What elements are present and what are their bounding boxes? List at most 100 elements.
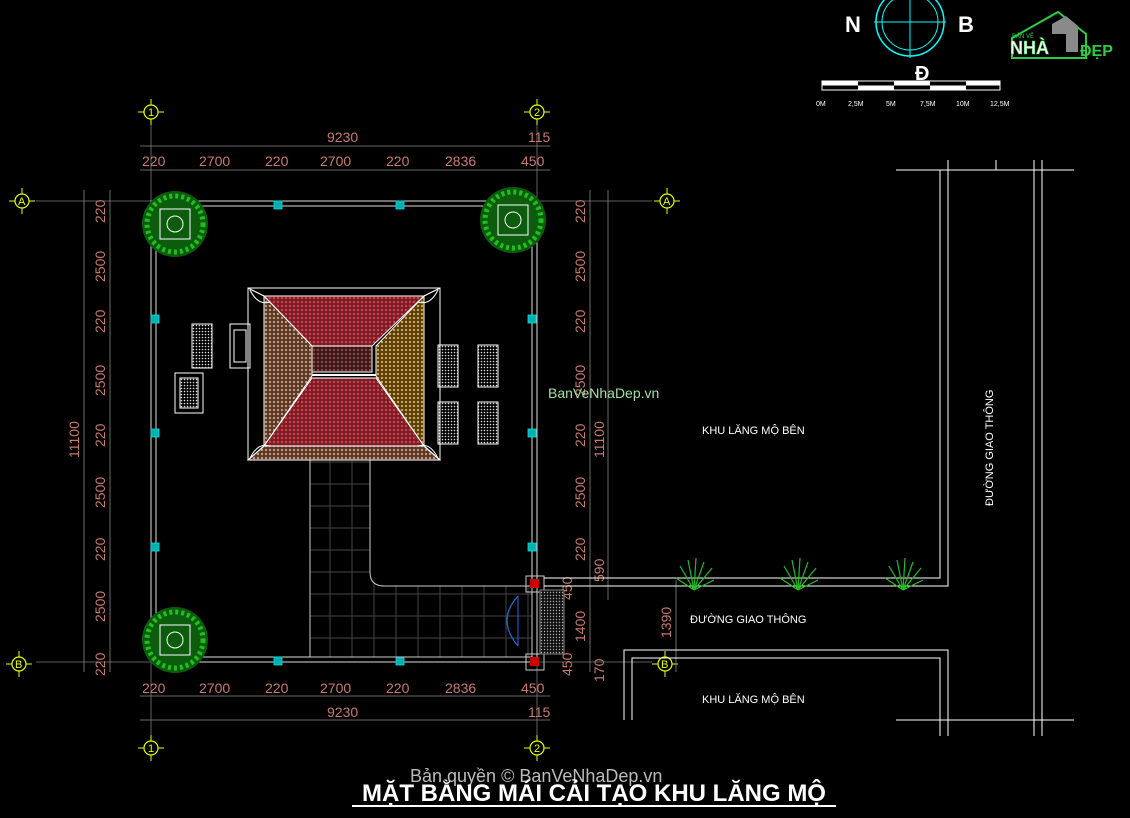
paved-walkway bbox=[309, 459, 533, 658]
shrub-icon bbox=[779, 557, 819, 591]
dim-gate: 170 bbox=[591, 658, 607, 682]
road-label: ĐƯỜNG GIAO THÔNG bbox=[983, 390, 996, 506]
trees bbox=[142, 187, 546, 673]
dim-segment: 2836 bbox=[445, 153, 476, 169]
compass-east-label: B bbox=[958, 12, 974, 37]
watermark-copyright: Bản quyền © BanVeNhaDep.vn bbox=[410, 766, 662, 786]
tomb-area-label: KHU LĂNG MỘ BÊN bbox=[702, 424, 805, 437]
grid-axis-2-top: 2 bbox=[524, 99, 550, 125]
dims-right: 220 2500 220 2500 220 2500 220 11100 590… bbox=[559, 199, 674, 682]
dim-segment: 220 bbox=[265, 680, 289, 696]
dim-segment: 2836 bbox=[445, 680, 476, 696]
dim-segment: 2500 bbox=[572, 477, 588, 508]
roads bbox=[544, 160, 1074, 736]
svg-text:NHÀ: NHÀ bbox=[1010, 37, 1049, 58]
dim-offset: 115 bbox=[528, 704, 551, 720]
grid-axis-b-right: B bbox=[652, 651, 678, 677]
shrubs bbox=[675, 557, 924, 591]
svg-text:2: 2 bbox=[534, 743, 540, 755]
dim-segment: 220 bbox=[142, 153, 166, 169]
dim-segment: 450 bbox=[521, 153, 545, 169]
scale-label: 2,5M bbox=[848, 101, 864, 108]
shrub-icon bbox=[675, 557, 715, 591]
dim-total: 11100 bbox=[591, 421, 607, 458]
dim-segment: 2700 bbox=[320, 153, 351, 169]
dim-segment: 220 bbox=[92, 199, 108, 223]
dim-segment: 2500 bbox=[92, 251, 108, 282]
dim-segment: 220 bbox=[572, 537, 588, 561]
area-labels: KHU LĂNG MỘ BÊN KHU LĂNG MỘ BÊN ĐƯỜNG GI… bbox=[690, 390, 996, 706]
drawing-title-group: MẶT BẰNG MÁI CẢI TẠO KHU LĂNG MỘ bbox=[352, 778, 836, 807]
dim-segment: 220 bbox=[92, 652, 108, 676]
altar-blocks bbox=[174, 323, 499, 445]
dim-segment: 220 bbox=[386, 153, 410, 169]
grid-axis-1-bottom: 1 bbox=[138, 735, 164, 761]
svg-text:2: 2 bbox=[534, 107, 540, 119]
grid-axis-2-bottom: 2 bbox=[524, 735, 550, 761]
svg-text:B: B bbox=[15, 659, 22, 671]
dims-top: 9230 115 220 2700 220 2700 220 2836 450 bbox=[142, 129, 551, 169]
house-icon bbox=[1011, 10, 1087, 59]
scale-label: 0M bbox=[816, 101, 826, 108]
dim-road: 1390 bbox=[658, 607, 674, 638]
svg-text:BẢN VẼ: BẢN VẼ bbox=[1012, 33, 1034, 40]
grid-bubbles: 1 2 1 2 A A B B bbox=[6, 99, 680, 761]
dim-segment: 220 bbox=[92, 309, 108, 333]
dim-segment: 220 bbox=[386, 680, 410, 696]
main-roof bbox=[246, 287, 442, 461]
dim-total: 9230 bbox=[327, 129, 358, 145]
dimension-lines bbox=[83, 145, 677, 721]
svg-text:ĐẸP: ĐẸP bbox=[1080, 43, 1113, 60]
tree-icon bbox=[142, 191, 208, 257]
compass-north-label: N bbox=[845, 12, 861, 37]
dims-left: 11100 220 2500 220 2500 220 2500 220 250… bbox=[66, 199, 108, 676]
svg-text:1: 1 bbox=[148, 743, 154, 755]
tree-icon bbox=[480, 187, 546, 253]
dim-offset: 115 bbox=[528, 129, 551, 145]
svg-text:1: 1 bbox=[148, 107, 154, 119]
entrance-gate bbox=[506, 575, 565, 671]
brand-logo: BẢN VẼ NHÀ ĐẸP bbox=[1010, 10, 1113, 60]
dim-gate: 590 bbox=[591, 558, 607, 582]
wall-columns bbox=[150, 200, 537, 666]
scale-label: 10M bbox=[956, 101, 970, 108]
dim-segment: 220 bbox=[142, 680, 166, 696]
dims-bottom: 220 2700 220 2700 220 2836 450 9230 115 bbox=[142, 680, 551, 720]
compass-south-label: Đ bbox=[915, 63, 929, 85]
dim-segment: 2700 bbox=[320, 680, 351, 696]
dim-segment: 220 bbox=[265, 153, 289, 169]
dim-segment: 2500 bbox=[572, 251, 588, 282]
tree-icon bbox=[142, 607, 208, 673]
dim-segment: 220 bbox=[572, 199, 588, 223]
scale-bar: 0M 2,5M 5M 7,5M 10M 12,5M bbox=[816, 80, 1010, 108]
svg-text:B: B bbox=[661, 659, 668, 671]
dim-segment: 220 bbox=[92, 423, 108, 447]
dim-gate: 450 bbox=[559, 652, 575, 676]
dim-total: 11100 bbox=[66, 421, 82, 458]
grid-axis-b-left: B bbox=[6, 651, 32, 677]
dim-segment: 2500 bbox=[572, 365, 588, 396]
road-label: ĐƯỜNG GIAO THÔNG bbox=[690, 613, 806, 626]
watermark-center: BanVeNhaDep.vn bbox=[548, 385, 659, 401]
dim-segment: 2500 bbox=[92, 477, 108, 508]
scale-label: 7,5M bbox=[920, 101, 936, 108]
drawing-title: MẶT BẰNG MÁI CẢI TẠO KHU LĂNG MỘ bbox=[362, 778, 826, 807]
dim-gate: 1400 bbox=[572, 611, 588, 642]
dim-segment: 2500 bbox=[92, 591, 108, 622]
dim-segment: 450 bbox=[521, 680, 545, 696]
scale-label: 12,5M bbox=[990, 101, 1010, 108]
svg-text:A: A bbox=[18, 196, 26, 208]
dim-segment: 220 bbox=[572, 423, 588, 447]
tomb-area-label: KHU LĂNG MỘ BÊN bbox=[702, 693, 805, 706]
svg-text:A: A bbox=[663, 196, 671, 208]
shrub-icon bbox=[884, 557, 924, 591]
compass: N B Đ bbox=[845, 0, 974, 85]
dim-segment: 2500 bbox=[92, 365, 108, 396]
dim-total: 9230 bbox=[327, 704, 358, 720]
dim-segment: 2700 bbox=[199, 680, 230, 696]
dim-segment: 220 bbox=[572, 309, 588, 333]
grid-axis-a-right: A bbox=[654, 188, 680, 214]
grid-axis-a-left: A bbox=[9, 188, 35, 214]
scale-label: 5M bbox=[886, 101, 896, 108]
